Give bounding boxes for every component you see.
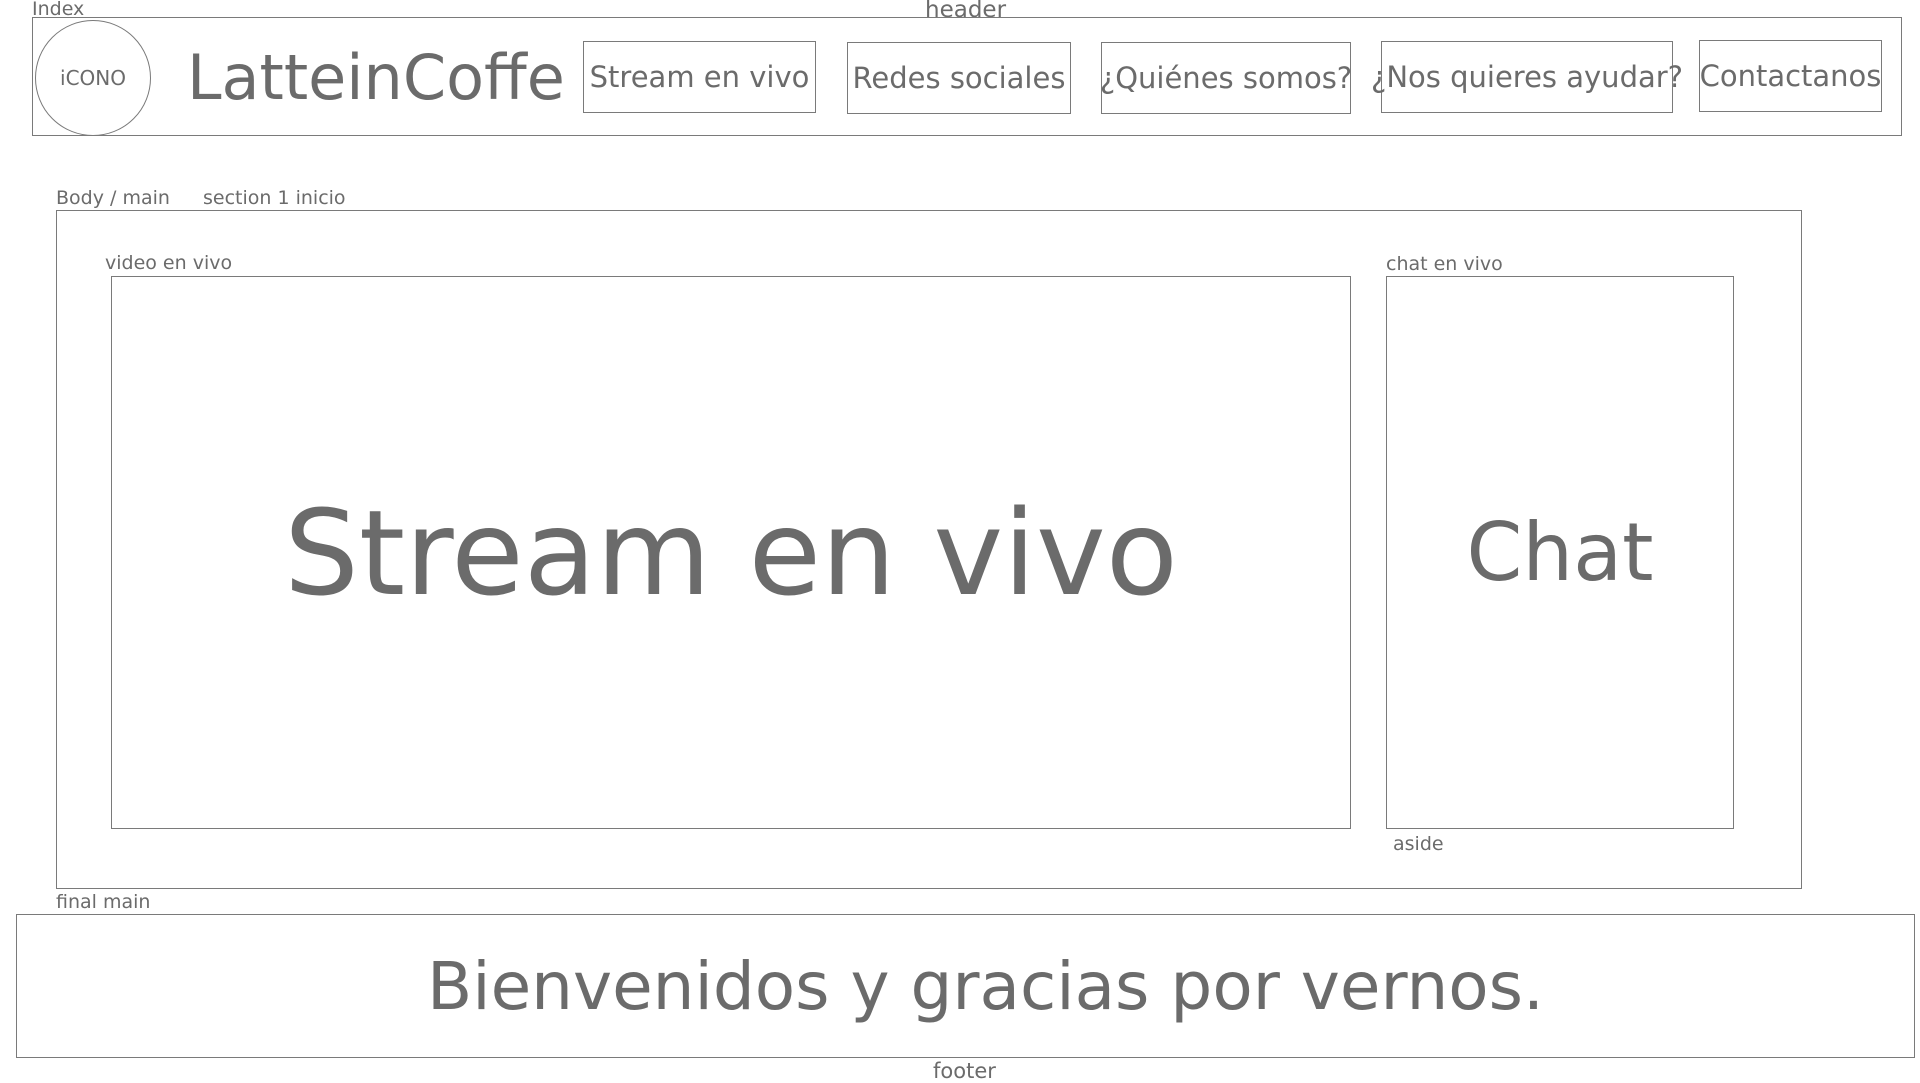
final-main-label: final main bbox=[56, 891, 151, 913]
nav-contact-button[interactable]: Contactanos bbox=[1699, 40, 1882, 112]
chat-label: chat en vivo bbox=[1386, 253, 1503, 275]
header-label: header bbox=[925, 0, 1007, 23]
index-label: Index bbox=[32, 0, 85, 20]
footer-label: footer bbox=[933, 1059, 996, 1083]
brand-title: LatteinCoffe bbox=[187, 41, 565, 114]
nav-help-button[interactable]: ¿Nos quieres ayudar? bbox=[1371, 41, 1683, 113]
body-main-label: Body / main bbox=[56, 187, 170, 209]
main-section bbox=[56, 210, 1802, 889]
video-label: video en vivo bbox=[105, 252, 233, 274]
chat-placeholder-text: Chat bbox=[1466, 506, 1654, 599]
footer-message: Bienvenidos y gracias por vernos. bbox=[426, 947, 1545, 1025]
section-label: section 1 inicio bbox=[203, 187, 346, 209]
nav-stream-button[interactable]: Stream en vivo bbox=[583, 41, 816, 113]
nav-about-button[interactable]: ¿Quiénes somos? bbox=[1100, 42, 1352, 114]
nav-social-button[interactable]: Redes sociales bbox=[847, 42, 1071, 114]
chat-panel[interactable] bbox=[1386, 276, 1734, 829]
aside-label: aside bbox=[1393, 833, 1444, 855]
header-region bbox=[32, 17, 1902, 136]
video-placeholder-text: Stream en vivo bbox=[284, 483, 1178, 622]
footer-region bbox=[16, 914, 1915, 1058]
logo-icon[interactable]: iCONO bbox=[35, 20, 151, 136]
video-player[interactable] bbox=[111, 276, 1351, 829]
